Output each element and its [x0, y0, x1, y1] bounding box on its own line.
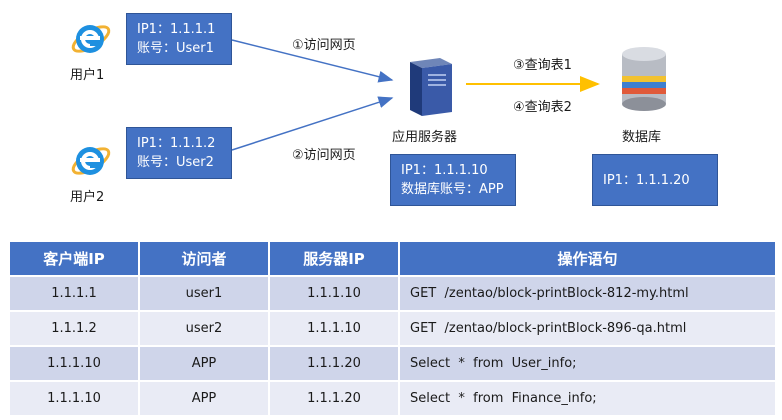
edge-label-user1: ①访问网页 — [292, 38, 356, 53]
user2-ip: IP1：1.1.1.2 — [137, 136, 216, 151]
database-ip: IP1：1.1.1.20 — [603, 173, 690, 188]
header-client-ip: 客户端IP — [8, 240, 140, 277]
table-row: 1.1.1.2 user2 1.1.1.10 GET /zentao/block… — [8, 310, 777, 347]
server-ip: IP1：1.1.1.10 — [401, 163, 488, 178]
server-info-box: IP1：1.1.1.10 数据库账号：APP — [390, 154, 516, 206]
edge-label-user2: ②访问网页 — [292, 148, 356, 163]
server-label: 应用服务器 — [392, 130, 458, 145]
cell-visitor: user2 — [138, 310, 270, 347]
table-row: 1.1.1.1 user1 1.1.1.10 GET /zentao/block… — [8, 275, 777, 312]
user1-node: 用户1 — [66, 14, 114, 84]
edge-label-query1: ③查询表1 — [513, 58, 572, 73]
user2-label: 用户2 — [70, 190, 105, 205]
header-visitor: 访问者 — [138, 240, 270, 277]
cell-client-ip: 1.1.1.10 — [8, 380, 140, 417]
cell-statement: Select * from User_info; — [398, 345, 777, 382]
cell-visitor: user1 — [138, 275, 270, 312]
cell-statement: GET /zentao/block-printBlock-896-qa.html — [398, 310, 777, 347]
cell-statement: GET /zentao/block-printBlock-812-my.html — [398, 275, 777, 312]
cell-client-ip: 1.1.1.10 — [8, 345, 140, 382]
server-node: 应用服务器 — [392, 56, 472, 146]
user1-label: 用户1 — [70, 68, 105, 83]
user1-ip: IP1：1.1.1.1 — [137, 22, 216, 37]
header-statement: 操作语句 — [398, 240, 777, 277]
cell-visitor: APP — [138, 380, 270, 417]
table-row: 1.1.1.10 APP 1.1.1.20 Select * from User… — [8, 345, 777, 382]
table-header-row: 客户端IP 访问者 服务器IP 操作语句 — [8, 240, 777, 277]
ie-browser-icon — [71, 25, 111, 53]
server-db-account: 数据库账号：APP — [401, 182, 504, 197]
access-log-table: 客户端IP 访问者 服务器IP 操作语句 1.1.1.1 user1 1.1.1… — [8, 240, 777, 417]
arrow-user1-to-server — [231, 39, 394, 83]
arrow-user2-to-server — [231, 96, 394, 151]
cell-client-ip: 1.1.1.2 — [8, 310, 140, 347]
database-cylinder-icon — [622, 47, 666, 111]
edge-label-query2: ④查询表2 — [513, 100, 572, 115]
cell-client-ip: 1.1.1.1 — [8, 275, 140, 312]
cell-server-ip: 1.1.1.20 — [268, 345, 400, 382]
cell-server-ip: 1.1.1.10 — [268, 310, 400, 347]
user2-account: 账号：User2 — [137, 155, 214, 170]
database-label: 数据库 — [622, 130, 662, 145]
user2-node: 用户2 — [66, 136, 114, 206]
table-row: 1.1.1.10 APP 1.1.1.20 Select * from Fina… — [8, 380, 777, 417]
cell-statement: Select * from Finance_info; — [398, 380, 777, 417]
header-server-ip: 服务器IP — [268, 240, 400, 277]
user2-info-box: IP1：1.1.1.2 账号：User2 — [126, 127, 232, 179]
server-tower-icon — [410, 58, 452, 116]
database-node: 数据库 — [612, 46, 692, 146]
cell-visitor: APP — [138, 345, 270, 382]
cell-server-ip: 1.1.1.10 — [268, 275, 400, 312]
cell-server-ip: 1.1.1.20 — [268, 380, 400, 417]
user1-info-box: IP1：1.1.1.1 账号：User1 — [126, 13, 232, 65]
ie-browser-icon — [71, 147, 111, 175]
user1-account: 账号：User1 — [137, 41, 214, 56]
database-info-box: IP1：1.1.1.20 — [592, 154, 718, 206]
